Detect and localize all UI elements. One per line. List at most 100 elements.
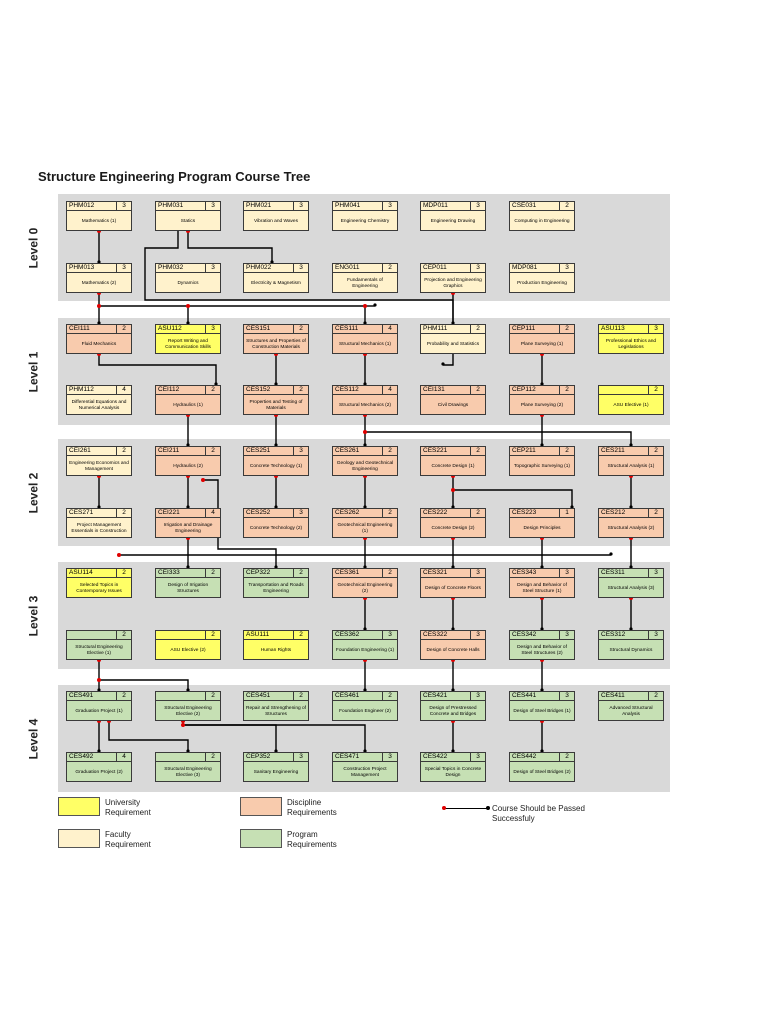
course-code: CES491 [69, 692, 94, 699]
course-name: Design and Behavior of Steel Structures … [517, 644, 567, 656]
course-name: Civil Drawings [437, 402, 469, 408]
course-name: Design of Concrete Halls [426, 647, 480, 653]
course-code: CES311 [601, 569, 625, 576]
course-credits: 3 [382, 753, 397, 761]
course-name: Engineering Economics and Management [69, 460, 129, 472]
course-code: CES441 [512, 692, 537, 699]
course-name: Human Rights [260, 647, 292, 653]
course-code: CEP111 [512, 325, 536, 332]
course-name: Concrete Design (2) [431, 525, 475, 531]
course-name: Probability and Statistics [426, 341, 480, 347]
course-name: ASU Elective (2) [170, 647, 206, 653]
course-name: Engineering Chemistry [340, 218, 390, 224]
course-code [599, 386, 648, 394]
course-name: Design and Behavior of Steel Structure (… [517, 582, 567, 594]
course-code: CEI131 [423, 386, 445, 393]
course-code: CES343 [512, 569, 537, 576]
legend-arrow-dot-end [486, 806, 490, 810]
course-name: Transportation and Roads Engineering [248, 582, 304, 594]
course-code: CES492 [69, 753, 94, 760]
course-name: Sanitary Engineering [253, 769, 299, 775]
course-name: Concrete Technology (2) [249, 525, 303, 531]
link-end-dot [373, 303, 377, 307]
course-credits: 2 [382, 509, 397, 517]
course-name: Projection and Engineering Graphics [424, 277, 482, 289]
course-code [156, 692, 205, 700]
course-code: PHM022 [246, 264, 272, 271]
course-name: Dynamics [177, 280, 199, 286]
course-credits: 2 [470, 509, 485, 517]
course-name: Mathematics (2) [81, 280, 117, 286]
course-credits: 2 [293, 631, 308, 639]
course-code: CES252 [246, 509, 271, 516]
course-code: PHM031 [158, 202, 184, 209]
course-credits: 3 [559, 264, 574, 272]
link-end-dot [609, 552, 613, 556]
course-name: Construction Project Management [343, 766, 387, 778]
course-code: CES251 [246, 447, 271, 454]
legend-faculty-label: Faculty Requirement [105, 830, 151, 849]
course-code: CES411 [601, 692, 625, 699]
course-credits: 2 [559, 325, 574, 333]
course-name: Design of Steel Bridges (1) [513, 708, 571, 714]
course-name: Structural Mechanics (2) [339, 402, 391, 408]
course-credits: 2 [559, 202, 574, 210]
course-name: Repair and Strengthening of Structures [246, 705, 307, 717]
course-credits: 2 [205, 386, 220, 394]
course-code: CES312 [601, 631, 626, 638]
level-4-label: Level 4 [26, 718, 41, 759]
course-credits: 2 [116, 447, 131, 455]
link-start-dot [363, 304, 367, 308]
course-credits: 2 [205, 447, 220, 455]
course-code: PHM112 [69, 386, 94, 393]
course-code: PHM013 [69, 264, 95, 271]
course-name: Statics [180, 218, 196, 224]
course-name: Vibration and Waves [254, 218, 298, 224]
course-code: PHM012 [69, 202, 95, 209]
course-name: Irrigation and Drainage Engineering [163, 522, 213, 534]
course-credits: 4 [382, 325, 397, 333]
course-code: CEI333 [158, 569, 180, 576]
course-name: Design of Prestressed Concrete and Bridg… [429, 705, 477, 717]
course-credits: 2 [205, 631, 220, 639]
course-credits: 3 [559, 569, 574, 577]
course-name: Differential Equations and Numerical Ana… [71, 399, 127, 411]
course-code: CES223 [512, 509, 537, 516]
course-credits: 3 [470, 692, 485, 700]
